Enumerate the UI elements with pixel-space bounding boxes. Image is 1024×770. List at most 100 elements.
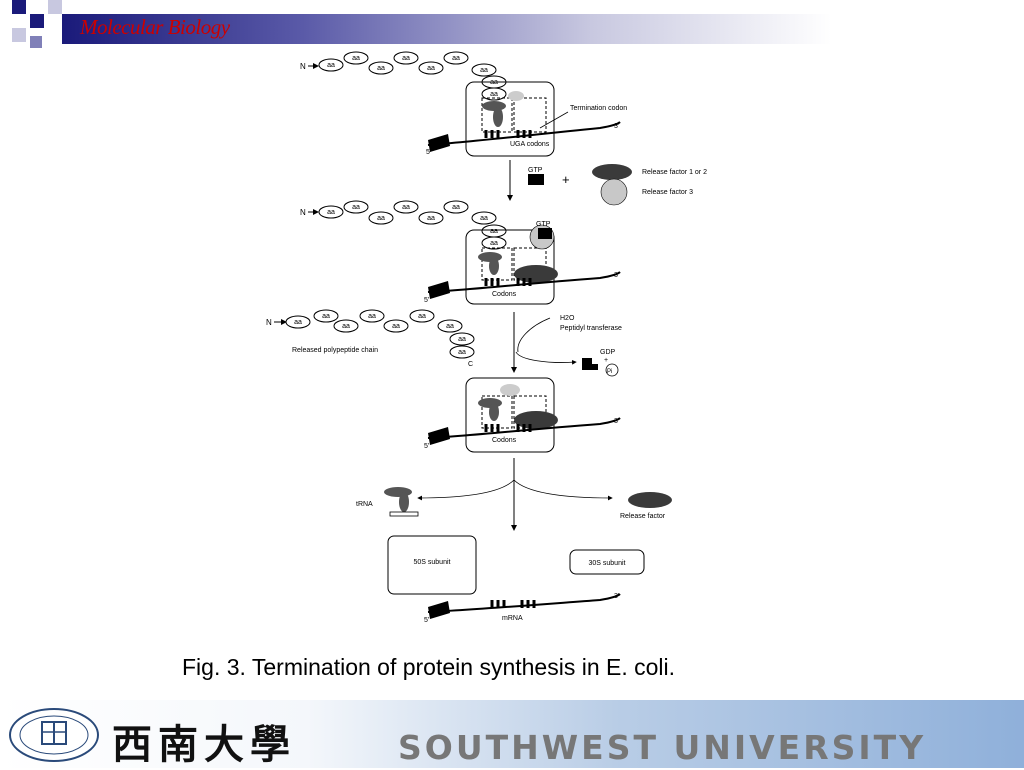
svg-text:aa: aa: [418, 313, 426, 320]
svg-text:aa: aa: [490, 240, 498, 247]
pi-circle: [605, 363, 619, 377]
peptide-chain: [318, 51, 507, 101]
mrna-strand: [427, 121, 621, 146]
figure-caption: Fig. 3. Termination of protein synthesis…: [182, 654, 676, 680]
gdp-shape: [582, 358, 598, 370]
termination-codon-label: Termination codon: [570, 105, 627, 112]
chain-n-terminus: N: [300, 62, 306, 71]
mrna-cap: [428, 281, 450, 299]
header-square-navy: [12, 0, 26, 14]
factor-release-arrow: [513, 479, 613, 501]
svg-text:aa: aa: [392, 323, 400, 330]
trna-body: [489, 257, 499, 275]
header-square-light: [12, 28, 26, 42]
svg-text:aa: aa: [452, 55, 460, 62]
gdp-plus: +: [604, 357, 608, 364]
free-mrna-strand: [427, 593, 621, 613]
svg-text:aa: aa: [327, 62, 335, 69]
svg-text:aa: aa: [377, 65, 385, 72]
five-prime-label: 5': [424, 297, 429, 304]
footer-banner: [0, 700, 1024, 768]
gdp-label: GDP: [600, 349, 616, 356]
c-terminus-label: C: [468, 361, 473, 368]
water-input-arrow: [517, 317, 551, 353]
svg-text:aa: aa: [490, 91, 498, 98]
release-factor-label: Release factor: [620, 513, 666, 520]
release-factor-bound: [514, 265, 558, 283]
subunit-30s-label: 30S subunit: [589, 560, 626, 567]
mrna-strand: [427, 417, 621, 439]
subunit-30s: [569, 549, 645, 575]
gtp-bound-label: GTP: [536, 221, 551, 228]
svg-text:aa: aa: [452, 204, 460, 211]
trna-head: [478, 252, 502, 262]
release-factor-3-shape: [600, 178, 628, 206]
codons-label: Codons: [492, 291, 517, 298]
ribosome: [465, 229, 555, 305]
svg-text:aa: aa: [427, 215, 435, 222]
trna-release-arrow: [417, 479, 515, 501]
released-factor-shape: [628, 492, 672, 508]
free-mrna-cap: [428, 601, 450, 619]
university-chinese-name: 西南大學: [112, 721, 296, 768]
svg-text:aa: aa: [458, 336, 466, 343]
released-trna-head: [384, 487, 412, 497]
p-site: [481, 97, 513, 133]
mrna-cap: [428, 427, 450, 445]
five-prime-label: 5': [424, 617, 429, 624]
five-prime-label: 5': [424, 443, 429, 450]
header-bar: [0, 0, 1024, 48]
svg-text:aa: aa: [402, 204, 410, 211]
chain-n-terminus: N: [300, 208, 306, 217]
peptide-chain: [318, 200, 507, 250]
svg-text:aa: aa: [368, 313, 376, 320]
gtp-label: GTP: [528, 167, 543, 174]
subunit-50s-label: 50S subunit: [414, 559, 451, 566]
ribosome-shade: [508, 91, 524, 101]
trna-body: [489, 403, 499, 421]
svg-text:aa: aa: [446, 323, 454, 330]
termination-diagram: N aa aa aa aa aa aa aa aa aa: [266, 51, 707, 624]
uga-codons-label: UGA codons: [510, 141, 550, 148]
stage-1: N aa aa aa aa aa aa aa aa aa: [300, 51, 627, 157]
h2o-label: H2O: [560, 315, 575, 322]
gdp-output-arrow: [515, 351, 577, 365]
svg-text:aa: aa: [352, 204, 360, 211]
ribosome: [465, 81, 555, 157]
svg-text:aa: aa: [322, 313, 330, 320]
header-square-light: [48, 0, 62, 14]
codons-label: Codons: [492, 437, 517, 444]
trna-head: [478, 398, 502, 408]
chain-n-terminus: N: [266, 318, 272, 327]
aa-labels: aa aa aa aa aa aa aa aa aa: [327, 204, 498, 247]
subunit-50s: [387, 535, 477, 595]
trna-label: tRNA: [356, 501, 373, 508]
mrna-cap: [428, 134, 450, 152]
peptidyl-transferase-label: Peptidyl transferase: [560, 325, 622, 332]
five-prime-label: 5': [426, 149, 431, 156]
released-trna-anticodon: [389, 511, 419, 517]
three-prime-label: 3': [614, 272, 619, 279]
release-factor-1-2-shape: [592, 164, 632, 180]
svg-text:aa: aa: [294, 319, 302, 326]
svg-text:aa: aa: [402, 55, 410, 62]
svg-text:aa: aa: [480, 215, 488, 222]
trna-body: [493, 107, 503, 127]
release-factor-bound: [514, 411, 558, 429]
three-prime-label: 3': [614, 593, 619, 600]
trna-head: [482, 101, 506, 111]
header-square-mid: [30, 36, 42, 48]
university-seal: [9, 708, 99, 762]
stage-2: N aa aa aa aa aa aa aa aa aa: [300, 200, 621, 305]
peptide-chain: [285, 309, 475, 359]
three-prime-label: 3': [614, 123, 619, 130]
aa-labels: aa aa aa aa aa aa aa aa aa: [294, 313, 466, 356]
svg-text:aa: aa: [458, 349, 466, 356]
plus-sign: +: [562, 172, 570, 187]
svg-text:aa: aa: [327, 209, 335, 216]
release-factor-1-2-label: Release factor 1 or 2: [642, 169, 707, 176]
released-polypeptide-label: Released polypeptide chain: [292, 347, 378, 354]
ribosome-shade: [500, 384, 520, 396]
header-gradient: [62, 14, 1024, 44]
pi-label: Pi: [607, 369, 612, 375]
